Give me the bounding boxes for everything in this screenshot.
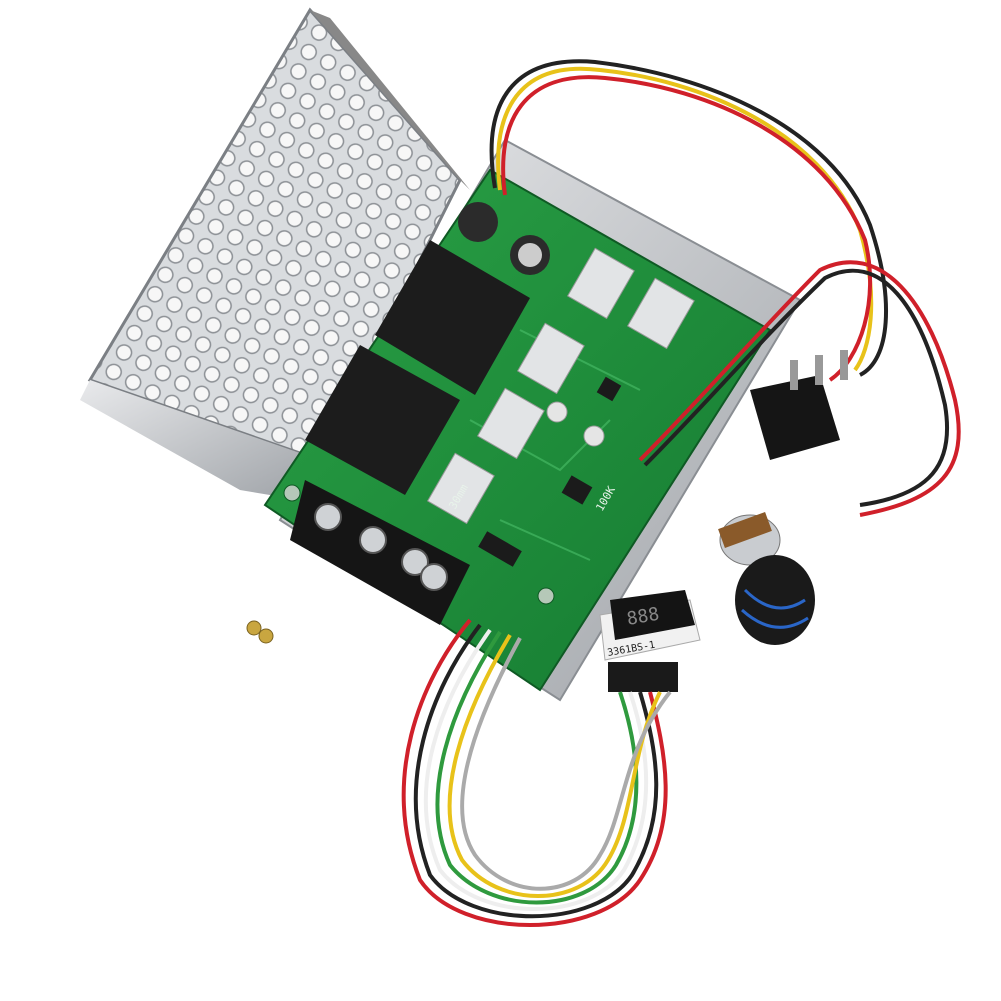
mosfet-heatsinks xyxy=(426,247,695,525)
switch-wires xyxy=(489,59,961,517)
potentiometer xyxy=(718,512,815,645)
perforated-cover xyxy=(80,7,470,500)
relays xyxy=(305,240,530,495)
led-display-module: 888 3361BS-1 xyxy=(599,590,701,692)
wire-harness xyxy=(401,618,672,927)
capacitor xyxy=(458,202,498,242)
rocker-switch xyxy=(750,350,848,460)
screw-terminal-block xyxy=(290,480,470,625)
knob xyxy=(735,555,815,645)
loose-screws xyxy=(246,620,274,644)
